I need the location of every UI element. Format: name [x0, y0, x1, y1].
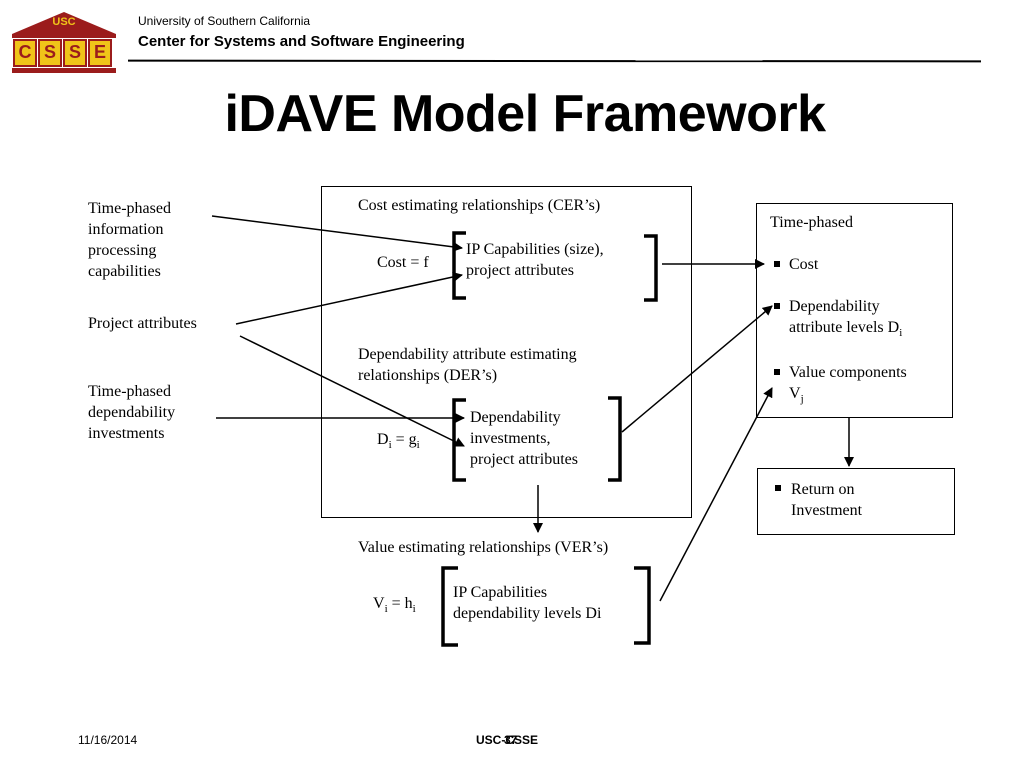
der-heading-line: relationships (DER’s) — [358, 367, 498, 384]
output-value: Value components Vj — [789, 362, 907, 410]
output-dependability: Dependability attribute levels Di — [789, 296, 902, 344]
input-dep-line: dependability — [88, 404, 176, 421]
roi-box — [757, 468, 955, 535]
bracket-der-left — [452, 398, 466, 482]
ver-arg-line: dependability levels Di — [453, 605, 602, 622]
relationships-box — [321, 186, 692, 518]
output-value-line1: Value components — [789, 364, 907, 381]
roi-line: Investment — [791, 502, 863, 519]
der-eq-rhs-subscript: i — [416, 439, 420, 452]
logo-graphic — [12, 12, 116, 73]
bullet-roi — [775, 485, 781, 491]
ver-heading: Value estimating relationships (VER’s) — [358, 539, 609, 556]
center-name: Center for Systems and Software Engineer… — [138, 33, 465, 50]
arrow-proj-to-der — [239, 335, 465, 447]
ver-arg-line: IP Capabilities — [453, 584, 548, 601]
input-dep-line: investments — [88, 425, 165, 442]
cer-arg-line: IP Capabilities (size), — [466, 241, 604, 258]
cer-arguments: IP Capabilities (size), project attribut… — [466, 239, 604, 281]
footer-date: 11/16/2014 — [78, 733, 138, 747]
der-eq-symbol: D — [377, 431, 389, 448]
arrow-proj-to-cer — [235, 272, 463, 325]
logo-letter-s2: S — [68, 42, 81, 62]
output-dep-line1: Dependability — [789, 298, 880, 315]
ver-eq-symbol: V — [373, 595, 385, 612]
der-arg-line: Dependability — [470, 409, 561, 426]
ver-eq-rhs: = h — [387, 595, 413, 612]
input-ip-capabilities: Time-phased information processing capab… — [88, 198, 171, 282]
der-arguments: Dependability investments, project attri… — [470, 407, 578, 470]
bracket-ver-left — [441, 566, 458, 647]
der-eq-subscript: i — [388, 439, 392, 452]
der-arg-line: project attributes — [470, 451, 578, 468]
output-dep-subscript: i — [899, 327, 903, 340]
bullet-value — [774, 369, 780, 375]
outputs-box — [756, 203, 953, 418]
input-ip-line: information — [88, 221, 164, 238]
bullet-dependability — [774, 303, 780, 309]
university-name: University of Southern California — [138, 14, 311, 28]
bracket-cer-right — [644, 234, 658, 302]
der-heading: Dependability attribute estimating relat… — [358, 344, 577, 386]
ver-eq-rhs-subscript: i — [412, 603, 416, 616]
bracket-der-right — [608, 396, 622, 482]
bracket-cer-left — [452, 231, 466, 300]
bullet-cost — [774, 261, 780, 267]
roi-text: Return on Investment — [791, 479, 862, 521]
ver-equation: Vi = hi — [373, 593, 416, 620]
input-ip-line: capabilities — [88, 263, 161, 280]
input-ip-line: processing — [88, 242, 157, 259]
logo-letter-s1: S — [43, 42, 56, 62]
input-dep-line: Time-phased — [88, 383, 171, 400]
output-value-line2: V — [789, 385, 801, 402]
footer-center: USC-CSSE — [476, 733, 539, 747]
der-eq-rhs: = g — [391, 431, 417, 448]
der-arg-line: investments, — [470, 430, 551, 447]
input-dependability-investments: Time-phased dependability investments — [88, 381, 175, 444]
cost-equation: Cost = f — [377, 254, 429, 271]
der-heading-line: Dependability attribute estimating — [358, 346, 577, 363]
arrow-ver-to-output — [659, 387, 773, 602]
arrow-der-to-output — [621, 305, 773, 433]
output-value-subscript: j — [800, 393, 804, 406]
logo: USC C S S E — [8, 10, 120, 74]
footer-page-number: 37 — [504, 733, 518, 747]
output-value-line2-wrap: Vj — [789, 383, 907, 410]
input-project-attributes: Project attributes — [88, 315, 197, 332]
logo-letter-e: E — [93, 42, 106, 62]
page-title: iDAVE Model Framework — [224, 85, 826, 143]
logo-usc-text: USC — [52, 16, 76, 28]
ver-arguments: IP Capabilities dependability levels Di — [453, 582, 601, 624]
cer-heading: Cost estimating relationships (CER’s) — [358, 197, 601, 214]
output-cost: Cost — [789, 256, 819, 273]
input-ip-line: Time-phased — [88, 200, 171, 217]
outputs-heading: Time-phased — [770, 214, 853, 231]
ver-eq-subscript: i — [384, 603, 388, 616]
output-dep-line2-wrap: attribute levels Di — [789, 317, 902, 344]
der-equation: Di = gi — [377, 429, 420, 456]
arrow-ip-to-cer — [211, 215, 463, 252]
logo-letter-c: C — [18, 42, 32, 62]
cer-arg-line: project attributes — [466, 262, 574, 279]
bracket-ver-right — [634, 566, 651, 645]
output-dep-line2: attribute levels D — [789, 319, 900, 336]
roi-line: Return on — [791, 481, 855, 498]
